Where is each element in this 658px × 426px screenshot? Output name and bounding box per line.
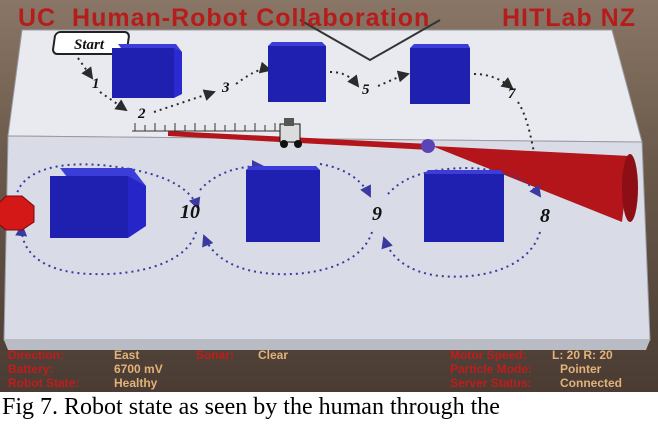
title-bar: UC Human-Robot Collaboration HITLab NZ [0, 2, 658, 34]
cube-bottom-3 [424, 170, 504, 242]
start-label: Start [74, 37, 105, 53]
motor-speed-value: L: 20 R: 20 [552, 348, 613, 362]
title-lab: HITLab NZ [502, 4, 636, 32]
waypoint-7: 7 [508, 86, 516, 102]
battery-value: 6700 mV [114, 362, 163, 376]
board-edge [4, 340, 650, 350]
lower-path [15, 160, 542, 278]
waypoint-8: 8 [540, 205, 550, 227]
stop-sign-icon [0, 195, 35, 231]
particle-mode-value: Pointer [560, 362, 602, 376]
upper-path [77, 57, 545, 188]
direction-value: East [114, 348, 140, 362]
start-box [52, 31, 130, 55]
waypoint-2: 2 [137, 106, 146, 122]
sonar-label: Sonar: [196, 348, 235, 362]
pointer-dot-icon [421, 139, 435, 153]
cube-bottom-1 [50, 168, 146, 238]
battery-label: Battery: [8, 362, 54, 376]
sonar-cone-icon [432, 146, 630, 222]
waypoint-1: 1 [92, 76, 100, 92]
robot-state-value: Healthy [114, 376, 158, 390]
cube-top-2 [268, 42, 326, 102]
cube-top-1 [112, 44, 182, 98]
waypoint-3: 3 [221, 80, 230, 96]
board-outline [299, 19, 441, 62]
waypoint-10: 10 [180, 201, 200, 223]
robot-status-panel: Direction: East Sonar: Clear Battery: 67… [0, 346, 658, 392]
robot-icon [279, 118, 302, 148]
title-text: UC Human-Robot Collaboration [18, 4, 430, 33]
cube-bottom-2 [246, 166, 320, 242]
robot-state-label: Robot State: [8, 376, 80, 390]
cube-top-3 [410, 44, 470, 104]
server-status-value: Connected [560, 376, 623, 390]
waypoint-5: 5 [362, 82, 370, 98]
ar-camera-view: 1 2 3 5 7 [0, 0, 658, 392]
motor-speed-label: Motor Speed: [450, 348, 527, 362]
title-uc: UC [18, 4, 57, 32]
title-main: Human-Robot Collaboration [72, 4, 431, 32]
direction-label: Direction: [8, 348, 65, 362]
ruler-icon [132, 123, 300, 132]
server-status-label: Server Status: [450, 376, 532, 390]
waypoint-9: 9 [372, 203, 382, 225]
particle-mode-label: Particle Mode: [450, 362, 533, 376]
ar-scene: 1 2 3 5 7 [0, 19, 651, 350]
figure-caption: Fig 7. Robot state as seen by the human … [2, 394, 500, 420]
sonar-value: Clear [258, 348, 289, 362]
